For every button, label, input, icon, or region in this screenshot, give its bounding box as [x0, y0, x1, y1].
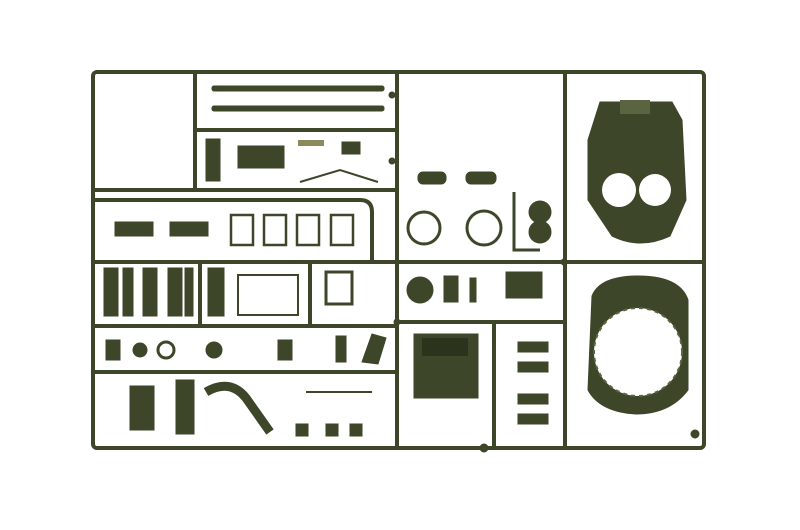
sprue-frame	[91, 70, 706, 450]
sprue-parts	[103, 85, 700, 453]
